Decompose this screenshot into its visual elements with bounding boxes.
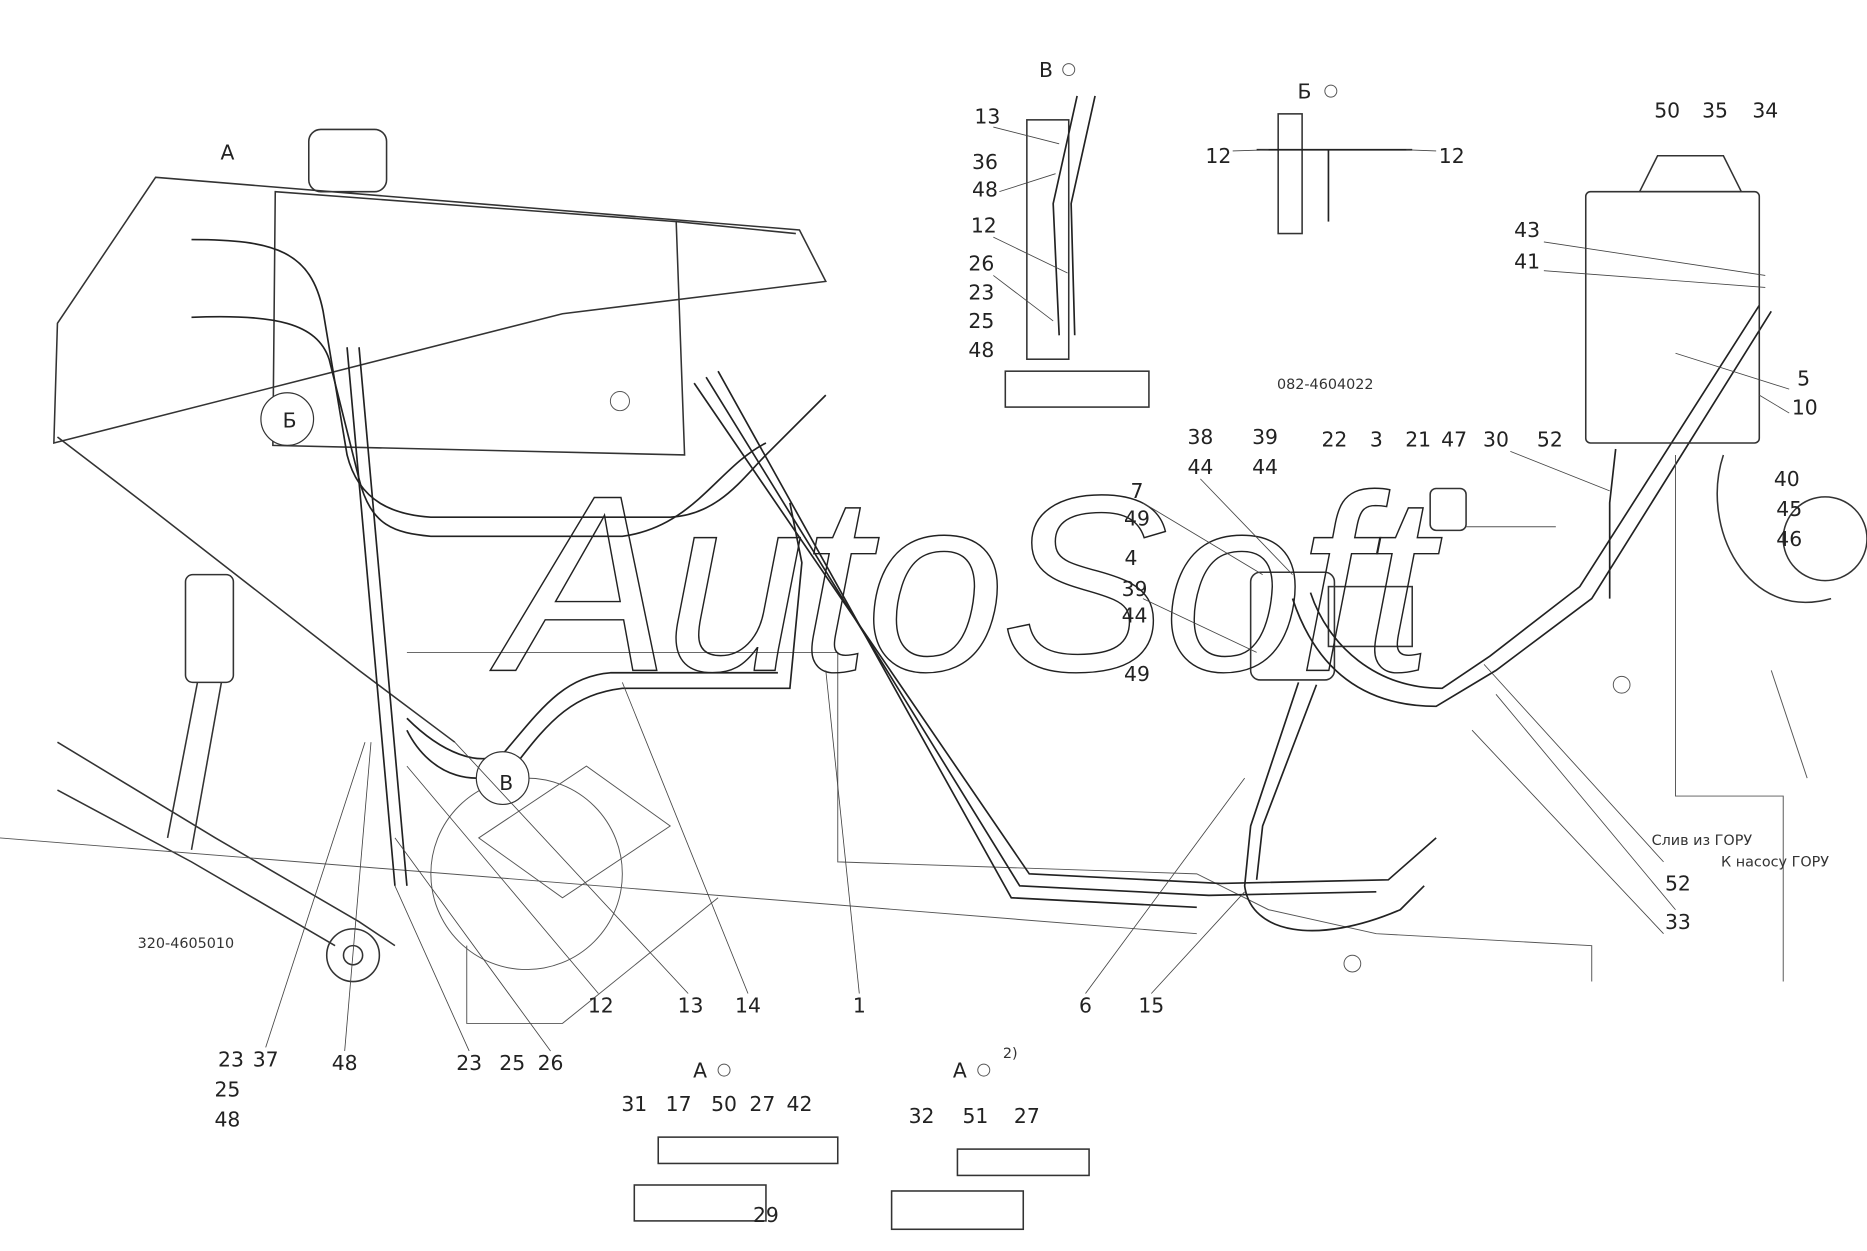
callout: 12 bbox=[1205, 144, 1231, 168]
view-b-bubble bbox=[260, 392, 315, 446]
callout: 5 bbox=[1797, 367, 1810, 391]
callout: 13 bbox=[974, 104, 1000, 128]
callout: 29 bbox=[753, 1203, 779, 1227]
callout: 51 bbox=[962, 1104, 988, 1128]
callout: 25 bbox=[968, 309, 994, 333]
view-rotation-icon bbox=[977, 1063, 991, 1077]
callout: 25 bbox=[214, 1077, 240, 1101]
view-v-bubble bbox=[475, 751, 530, 806]
callout: 33 bbox=[1665, 910, 1691, 934]
view-a-marker: А bbox=[220, 140, 234, 164]
callout: 48 bbox=[968, 338, 994, 362]
callouts-filter: 50 35 34 43 41 5 10 40 45 46 52 30 bbox=[1483, 98, 1818, 550]
note-drain: Слив из ГОРУ bbox=[1652, 833, 1753, 849]
callout: 25 bbox=[499, 1051, 525, 1075]
callouts-view-a2: 32 51 27 bbox=[909, 1104, 1040, 1128]
view-v-bubble-label: В bbox=[499, 771, 513, 795]
callouts-bottom: 12 13 14 1 6 15 bbox=[588, 994, 1164, 1018]
view-rotation-icon bbox=[717, 1063, 731, 1077]
watermark-autosoft: AutoSoft bbox=[490, 443, 1443, 724]
callout: 27 bbox=[1014, 1104, 1040, 1128]
callout: 43 bbox=[1514, 218, 1540, 242]
callout: 50 bbox=[1654, 98, 1680, 122]
callout: 42 bbox=[787, 1092, 813, 1116]
callout: 10 bbox=[1792, 395, 1818, 419]
view-a2-note: 2) bbox=[1003, 1046, 1018, 1062]
callout: 23 bbox=[456, 1051, 482, 1075]
callout: 3 bbox=[1370, 428, 1383, 452]
callout: 32 bbox=[909, 1104, 935, 1128]
callout: 41 bbox=[1514, 249, 1540, 273]
view-v-title: В bbox=[1039, 58, 1053, 82]
callout: 48 bbox=[332, 1051, 358, 1075]
callout: 31 bbox=[621, 1092, 647, 1116]
callout: 27 bbox=[749, 1092, 775, 1116]
callouts-view-b: 12 12 bbox=[1205, 144, 1464, 168]
callouts-view-v: 13 36 48 12 26 23 25 48 bbox=[968, 104, 1000, 361]
callout: 12 bbox=[588, 994, 614, 1018]
view-b-title: Б bbox=[1298, 79, 1312, 103]
callout: 49 bbox=[1124, 507, 1150, 531]
callout: 48 bbox=[214, 1107, 240, 1131]
view-a2-title: А bbox=[953, 1058, 967, 1082]
callout: 26 bbox=[968, 252, 994, 276]
callout: 7 bbox=[1130, 479, 1143, 503]
assembly-code-left: 320-4605010 bbox=[138, 936, 235, 952]
view-rotation-icon bbox=[1324, 84, 1338, 98]
callout: 46 bbox=[1776, 527, 1802, 551]
callout: 39 bbox=[1122, 577, 1148, 601]
callout: 14 bbox=[735, 994, 761, 1018]
view-rotation-icon bbox=[1062, 63, 1076, 77]
note-to-pump: К насосу ГОРУ bbox=[1721, 855, 1829, 871]
view-b-bubble-label: Б bbox=[283, 408, 297, 432]
callout: 44 bbox=[1252, 455, 1278, 479]
callout: 48 bbox=[972, 177, 998, 201]
callouts-center: 38 44 39 44 22 3 21 47 7 49 4 39 44 49 bbox=[1122, 425, 1467, 686]
callout: 49 bbox=[1124, 662, 1150, 686]
callout: 45 bbox=[1776, 497, 1802, 521]
callout: 30 bbox=[1483, 428, 1509, 452]
callout: 22 bbox=[1321, 428, 1347, 452]
callout: 4 bbox=[1125, 546, 1138, 570]
callout: 40 bbox=[1774, 467, 1800, 491]
callout: 12 bbox=[971, 213, 997, 237]
leader-lines bbox=[265, 126, 1790, 1052]
callout: 36 bbox=[972, 150, 998, 174]
callouts-view-a1: 31 17 50 27 42 29 bbox=[621, 1092, 812, 1227]
callout: 13 bbox=[678, 994, 704, 1018]
view-a1-title: А bbox=[693, 1058, 707, 1082]
callout: 38 bbox=[1187, 425, 1213, 449]
callout: 23 bbox=[218, 1048, 244, 1072]
drawing-lines bbox=[0, 95, 1867, 1231]
callout: 44 bbox=[1122, 604, 1148, 628]
assembly-code-center: 082-4604022 bbox=[1277, 377, 1374, 393]
callout: 50 bbox=[711, 1092, 737, 1116]
callout: 6 bbox=[1079, 994, 1092, 1018]
callout: 52 bbox=[1665, 872, 1691, 896]
callout: 34 bbox=[1752, 98, 1778, 122]
callout: 47 bbox=[1441, 428, 1467, 452]
callouts-bottom-left: 23 37 25 48 48 23 25 26 bbox=[214, 1048, 563, 1132]
callout: 44 bbox=[1187, 455, 1213, 479]
callout: 26 bbox=[538, 1051, 564, 1075]
callout: 39 bbox=[1252, 425, 1278, 449]
callout: 52 bbox=[1537, 428, 1563, 452]
callout: 1 bbox=[853, 994, 866, 1018]
callout: 12 bbox=[1439, 144, 1465, 168]
callout: 17 bbox=[666, 1092, 692, 1116]
callouts-right-lower: 52 33 bbox=[1665, 872, 1691, 934]
callout: 35 bbox=[1702, 98, 1728, 122]
callout: 15 bbox=[1138, 994, 1164, 1018]
callout: 37 bbox=[253, 1048, 279, 1072]
callout: 21 bbox=[1405, 428, 1431, 452]
callout: 23 bbox=[968, 280, 994, 304]
